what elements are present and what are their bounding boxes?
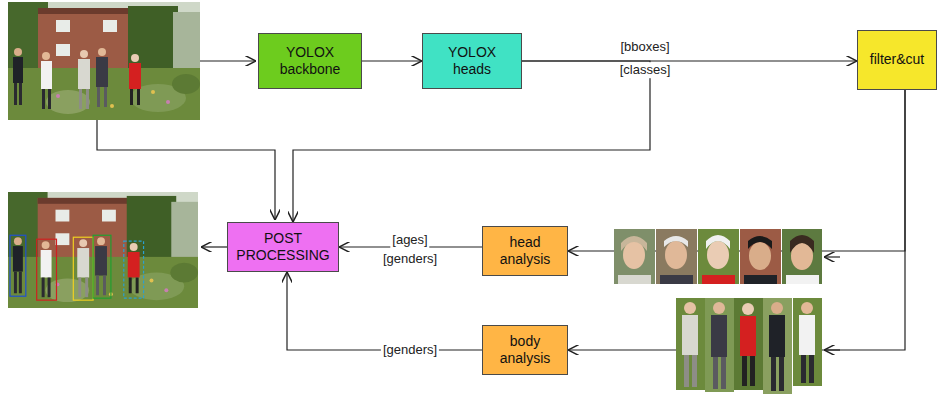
input-photo <box>8 2 200 120</box>
body-crops <box>676 298 822 396</box>
connector-arrow <box>362 60 422 61</box>
output-label: [bboxes] <box>618 39 671 55</box>
connector-arrow <box>568 90 905 251</box>
output-photo <box>8 192 198 308</box>
box-text: YOLOX backbone <box>265 44 355 79</box>
process-box: head analysis <box>482 226 568 276</box>
process-box: POST PROCESSING <box>227 222 339 272</box>
output-arrow <box>201 246 228 247</box>
output-label: [ages] <box>390 232 429 248</box>
connector-arrow <box>287 272 482 350</box>
image-wire <box>97 120 275 220</box>
process-box: body analysis <box>482 325 568 375</box>
crop-arrow <box>824 349 840 350</box>
face-crops <box>614 229 822 284</box>
process-box: YOLOX backbone <box>258 33 362 89</box>
crop-arrow <box>824 256 840 257</box>
output-label: [genders] <box>381 342 439 358</box>
box-text: body analysis <box>490 333 560 368</box>
box-text: head analysis <box>490 234 560 269</box>
output-label: [classes] <box>618 62 673 78</box>
process-box: YOLOX heads <box>422 33 522 89</box>
box-text: filter&cut <box>870 51 924 69</box>
box-text: POST PROCESSING <box>232 230 334 265</box>
image-arrow <box>200 60 256 61</box>
process-box: filter&cut <box>857 30 937 90</box>
box-text: YOLOX heads <box>441 44 503 79</box>
output-label: [genders] <box>381 251 439 267</box>
